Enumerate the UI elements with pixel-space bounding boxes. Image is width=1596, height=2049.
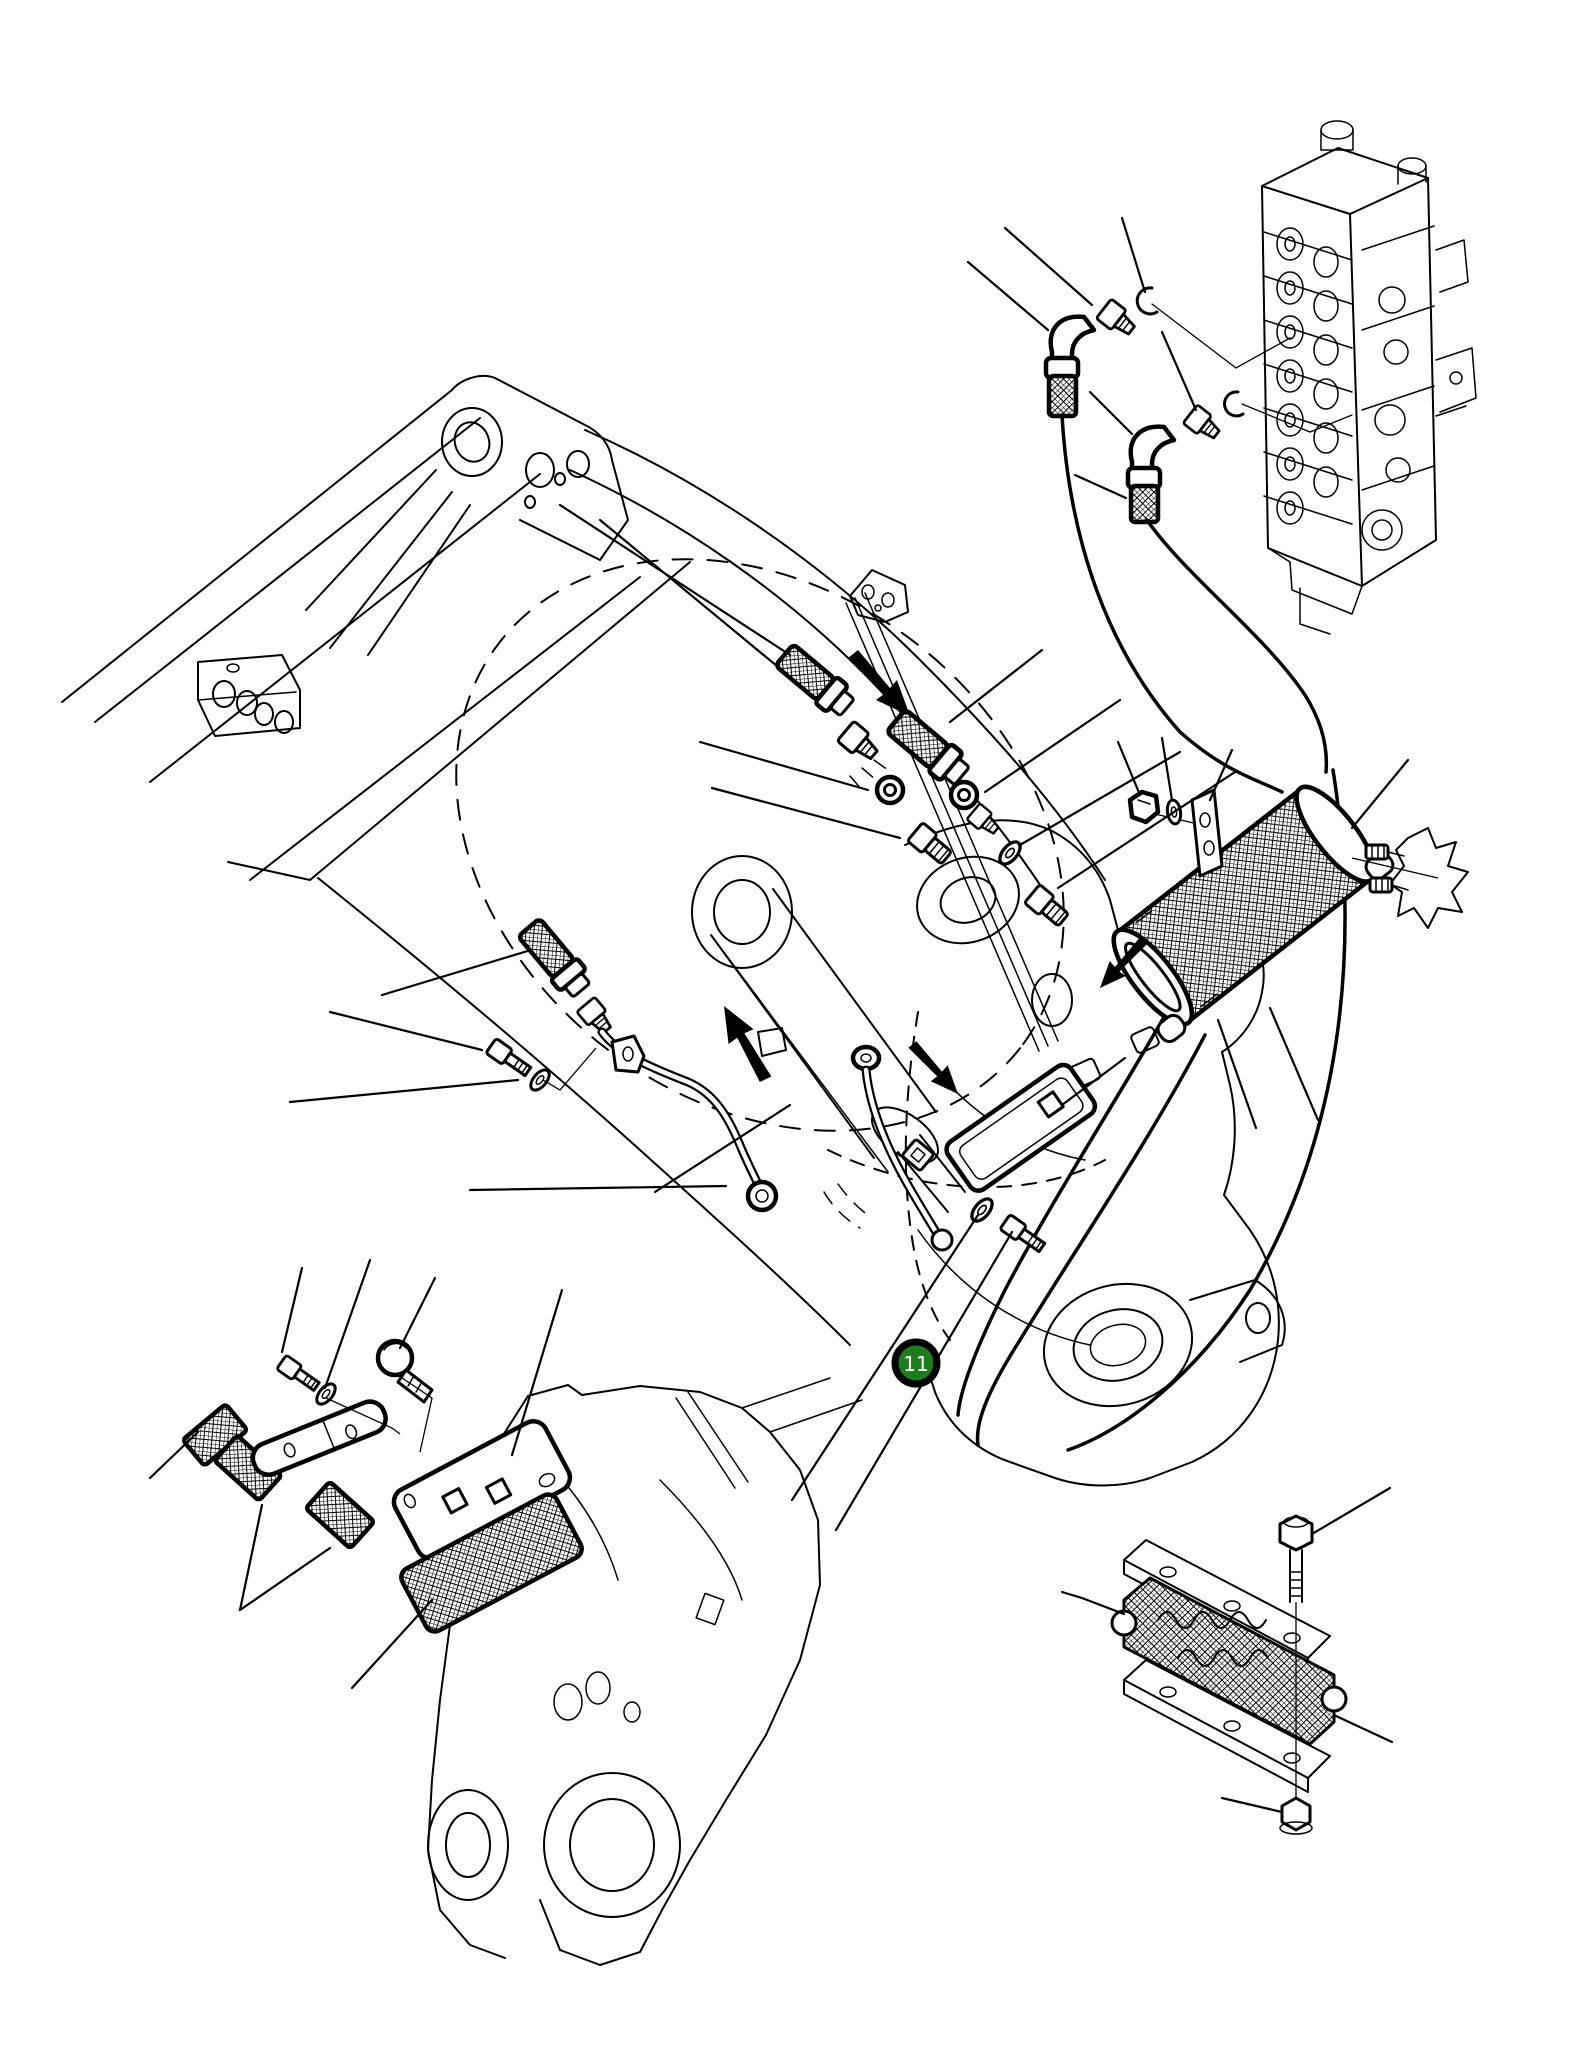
hose-clamp-assembly xyxy=(1110,1514,1348,1835)
hydraulic-hose-lower-2 xyxy=(975,1033,1207,1447)
boom-arm xyxy=(61,374,1106,1346)
clamp-cover-plate xyxy=(944,1062,1098,1193)
swing-bracket xyxy=(427,1377,863,1966)
fitting-nut-2 xyxy=(951,782,977,808)
fitting-adapter-3 xyxy=(575,995,618,1039)
elbow-fitting-assembly-left xyxy=(1043,286,1159,419)
elbow-fitting-assembly-right xyxy=(1125,390,1245,525)
adapter-fitting-left xyxy=(1094,297,1141,342)
pad-bolt-small xyxy=(275,1353,323,1395)
hydraulic-hose-outer xyxy=(1066,768,1347,1452)
hydraulic-hose-right xyxy=(1145,518,1329,774)
snap-clip-left xyxy=(1135,286,1159,316)
manifold-block xyxy=(197,654,301,737)
steel-pipe-center xyxy=(823,1044,1049,1257)
control-valve xyxy=(1261,120,1477,635)
fitting-adapter-1 xyxy=(835,719,884,767)
hose-clamp-nut xyxy=(1279,1796,1313,1835)
hose-clamp-bottom-plate xyxy=(1123,1659,1331,1793)
boom-pad-group xyxy=(182,1338,584,1634)
guard-mount-bolts xyxy=(1364,843,1409,894)
fitting-hose-end-3 xyxy=(516,916,595,1001)
leader-lines xyxy=(148,216,1410,1814)
balloon-label: 11 xyxy=(903,1352,928,1376)
guard-mount-plate xyxy=(1190,788,1224,878)
mount-bolt-left xyxy=(484,1036,535,1081)
pipe-clamp-bracket xyxy=(610,1034,646,1074)
adapter-fitting-right xyxy=(1181,403,1225,445)
guard-mount-nut xyxy=(1127,789,1161,825)
fitting-row xyxy=(773,642,1073,931)
grease-pipe-group-left xyxy=(484,916,779,1213)
callout-balloon-11[interactable]: 11 xyxy=(891,1338,941,1388)
balloon-circle[interactable] xyxy=(891,1338,941,1388)
hose-clamp-rubber-block xyxy=(1110,1576,1348,1746)
clamp-bar xyxy=(250,1399,388,1477)
large-rubber-pad xyxy=(399,1492,584,1634)
snap-clip-right xyxy=(1223,390,1245,418)
routing-dashed-ellipse xyxy=(455,558,1065,1132)
center-bolt xyxy=(998,1212,1049,1257)
hose-clamp-bolt xyxy=(1278,1514,1314,1806)
fitting-nut-1 xyxy=(877,777,903,803)
hydraulic-hose-lower-1 xyxy=(956,1008,1170,1417)
center-washer xyxy=(966,1193,998,1227)
rubber-pad-c xyxy=(305,1480,375,1550)
direction-arrow-down-1 xyxy=(848,650,910,716)
hydraulic-hose-left xyxy=(1060,413,1284,794)
fitting-washer-1 xyxy=(994,836,1026,870)
mount-washer-left xyxy=(525,1065,555,1095)
frame-cutout-plate xyxy=(1389,827,1469,929)
